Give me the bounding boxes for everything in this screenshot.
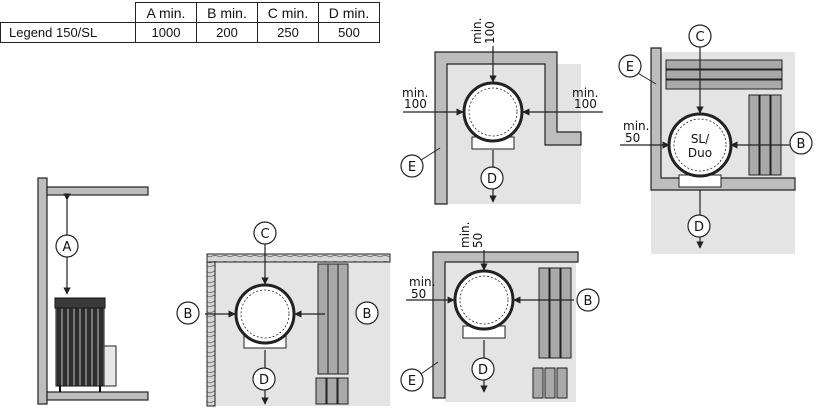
svg-text:min.: min. [623,119,649,133]
svg-text:B: B [797,137,806,152]
callout-d [687,214,711,238]
callout-c [253,221,277,245]
svg-text:50: 50 [625,131,640,145]
callout-b [789,131,813,155]
wall-outline [432,251,579,399]
header-b-min: B min. [196,2,258,23]
plan-corner-50: min. 50 min. 50 B D E [400,222,600,402]
callout-d [480,166,504,190]
stove-body [55,307,105,387]
floor-area [207,254,390,406]
svg-text:D: D [694,220,704,235]
wall-outline [650,47,796,191]
value-c: 250 [257,22,319,43]
left-wall [206,261,216,407]
svg-text:SL/: SL/ [691,132,710,146]
stove-circle [462,81,524,143]
svg-text:100: 100 [483,21,497,44]
floor-panel [46,391,149,401]
stove-top [54,297,106,309]
callout-a [55,234,79,258]
side-view: A [37,177,149,405]
plan-back-wall: C B B D [176,221,391,407]
svg-text:min.: min. [458,222,472,248]
svg-text:D: D [478,363,488,378]
svg-text:Duo: Duo [688,146,712,160]
ceiling-panel [46,186,149,196]
callout-a-text: A [63,240,72,255]
callout-b [355,301,379,325]
svg-text:100: 100 [404,97,427,111]
plan-sl-duo: SL/ Duo min. 50 C B D E [618,24,813,254]
svg-text:C: C [260,227,269,242]
svg-text:D: D [487,172,497,187]
bench-set [315,263,349,405]
wall-outline [434,51,582,205]
svg-text:E: E [408,374,416,389]
svg-text:min.: min. [572,86,598,100]
svg-text:B: B [584,294,593,309]
value-d: 500 [318,22,380,43]
side-wall [37,177,48,405]
stove-circle [234,283,296,345]
stove-circle [453,269,515,331]
stove-guard [103,345,117,387]
back-wall [206,253,391,263]
svg-text:C: C [695,30,704,45]
callout-d [471,357,495,381]
callout-e [618,54,642,78]
value-b: 200 [196,22,258,43]
svg-text:50: 50 [471,233,485,248]
plan-recessed-100: min. 100 min. 100 min. 100 D E [400,18,603,205]
svg-text:min.: min. [402,86,428,100]
svg-text:D: D [259,373,269,388]
svg-text:B: B [363,307,372,322]
callout-b [576,288,600,312]
svg-text:min.: min. [409,275,435,289]
bench-set [532,267,572,399]
clearance-table-row: Legend 150/SL 1000 200 250 500 [0,22,380,43]
bench-set [665,59,783,176]
model-name: Legend 150/SL [0,22,136,43]
callout-b [176,301,200,325]
svg-text:E: E [408,160,416,175]
svg-text:min.: min. [470,18,484,44]
callout-c [688,24,712,48]
svg-text:B: B [184,307,193,322]
svg-text:100: 100 [574,97,597,111]
callout-e [400,368,424,392]
svg-text:50: 50 [411,287,426,301]
clearance-table: A min. B min. C min. D min. Legend 150/S… [0,2,380,43]
svg-text:E: E [626,60,634,75]
callout-d [252,367,276,391]
stove-side [54,297,117,392]
callout-e [400,154,424,178]
header-d-min: D min. [318,2,380,23]
